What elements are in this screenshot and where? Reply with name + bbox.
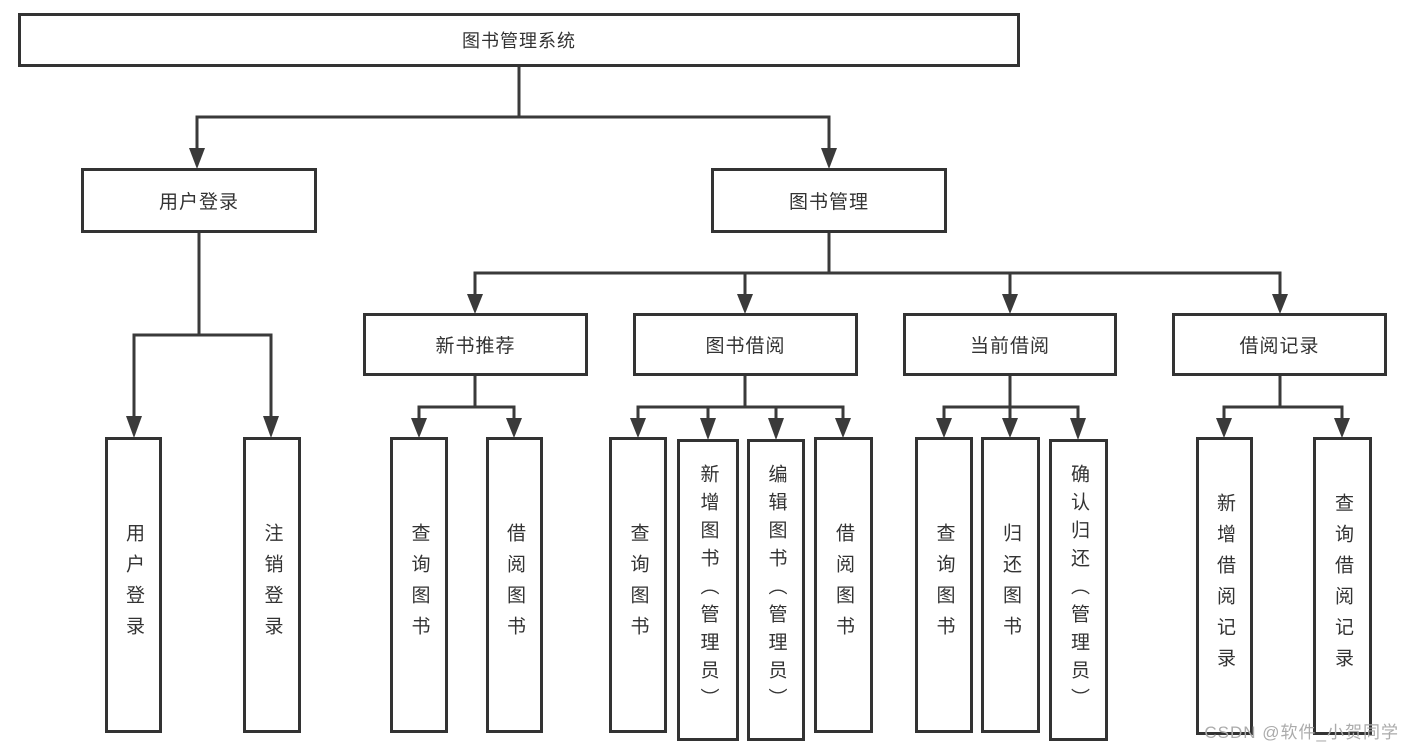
edge-user-login-to-leaves [126,233,279,438]
edge-borrow-record-to-leaves [1216,376,1350,438]
arrowhead-icon [630,418,646,438]
leaf-query-book-rec-label: 查询图书 [408,523,430,647]
leaf-confirm-return-admin: 确认归还（管理员） [1049,439,1108,741]
leaf-query-book-rec: 查询图书 [390,437,448,733]
leaf-add-book-admin: 新增图书（管理员） [677,439,739,741]
node-book-borrow-label: 图书借阅 [705,336,786,357]
node-book-mgmt: 图书管理 [711,168,947,233]
leaf-query-borrow-record: 查询借阅记录 [1313,437,1372,735]
node-user-login-label: 用户登录 [158,192,239,213]
edge-book-borrow-to-leaves [630,376,851,440]
leaf-add-borrow-record-label: 新增借阅记录 [1214,493,1235,679]
arrowhead-icon [1070,418,1086,440]
arrowhead-icon [821,148,837,169]
leaf-logout: 注销登录 [243,437,301,733]
arrowhead-icon [700,418,716,440]
leaf-return-book: 归还图书 [981,437,1040,733]
arrowhead-icon [737,294,753,314]
node-borrow-record-label: 借阅记录 [1239,336,1320,357]
leaf-query-book-borrow-label: 查询图书 [627,523,649,647]
arrowhead-icon [263,416,279,438]
leaf-edit-book-admin: 编辑图书（管理员） [747,439,805,741]
arrowhead-icon [1002,294,1018,314]
arrowhead-icon [1334,418,1350,438]
arrowhead-icon [411,418,427,438]
edge-root-to-level2 [189,67,837,169]
node-borrow-record: 借阅记录 [1172,313,1387,376]
leaf-borrow-book-rec: 借阅图书 [486,437,543,733]
leaf-query-book-current-label: 查询图书 [933,523,955,647]
arrowhead-icon [189,148,205,169]
leaf-return-book-label: 归还图书 [1000,523,1021,647]
edge-new-book-rec-to-leaves [411,376,522,438]
arrowhead-icon [126,416,142,438]
arrowhead-icon [768,418,784,440]
leaf-add-book-admin-label: 新增图书（管理员） [697,464,719,716]
node-new-book-rec-label: 新书推荐 [435,336,516,357]
leaf-borrow-book-rec-label: 借阅图书 [504,523,525,647]
leaf-borrow-book-borrow: 借阅图书 [814,437,873,733]
arrowhead-icon [835,418,851,438]
arrowhead-icon [1002,418,1018,438]
leaf-borrow-book-borrow-label: 借阅图书 [833,523,854,647]
leaf-logout-label: 注销登录 [261,523,283,647]
arrowhead-icon [1216,418,1232,438]
arrowhead-icon [1272,294,1288,314]
leaf-query-borrow-record-label: 查询借阅记录 [1332,493,1353,679]
node-root: 图书管理系统 [18,13,1020,67]
node-root-label: 图书管理系统 [462,31,576,51]
leaf-edit-book-admin-label: 编辑图书（管理员） [765,464,787,716]
leaf-query-book-current: 查询图书 [915,437,973,733]
node-book-borrow: 图书借阅 [633,313,858,376]
arrowhead-icon [506,418,522,438]
node-current-borrow: 当前借阅 [903,313,1117,376]
csdn-watermark: CSDN @软件_小贺同学 [1204,723,1399,742]
leaf-user-login: 用户登录 [105,437,162,733]
leaf-user-login-label: 用户登录 [123,523,144,647]
edge-current-borrow-to-leaves [936,376,1086,440]
leaf-add-borrow-record: 新增借阅记录 [1196,437,1253,735]
node-current-borrow-label: 当前借阅 [969,336,1050,357]
node-book-mgmt-label: 图书管理 [788,192,869,213]
node-user-login: 用户登录 [81,168,317,233]
arrowhead-icon [936,418,952,438]
leaf-query-book-borrow: 查询图书 [609,437,667,733]
arrowhead-icon [467,294,483,314]
node-new-book-rec: 新书推荐 [363,313,588,376]
edge-book-mgmt-to-level3 [467,233,1288,314]
leaf-confirm-return-admin-label: 确认归还（管理员） [1068,464,1089,716]
